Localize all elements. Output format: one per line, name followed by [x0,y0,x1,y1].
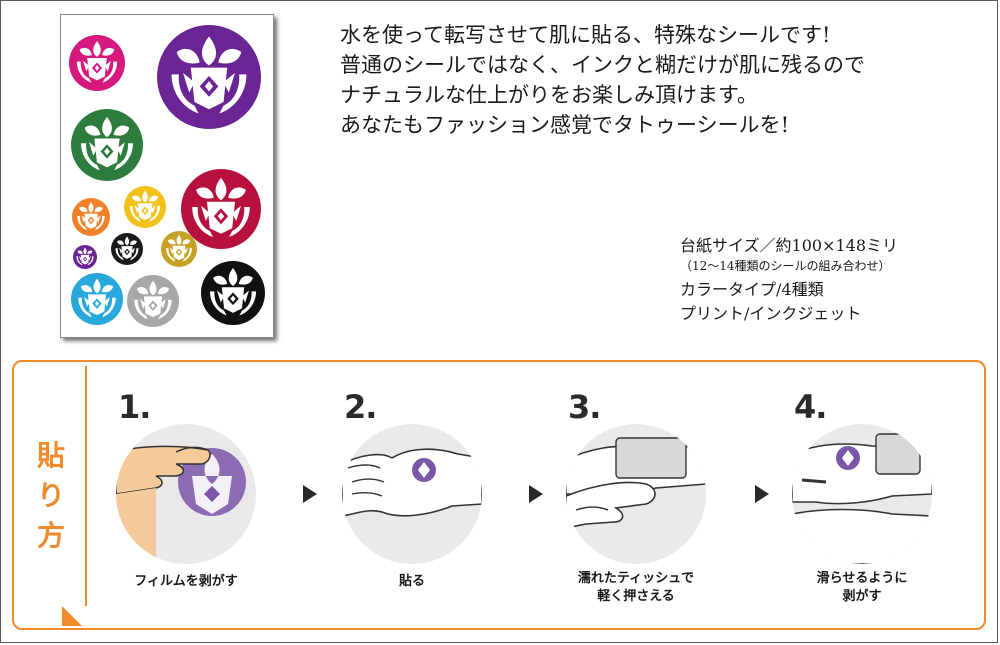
spec-print: プリント/インクジェット [680,304,862,323]
sticker-sheet-image [60,14,274,338]
howto-label-char: 貼 [36,439,65,472]
product-spec: 台紙サイズ／約100×148ミリ （12〜14種類のシールの組み合わせ） カラー… [680,234,898,326]
howto-tab-divider [85,366,87,606]
step-caption-line: フィルムを剥がす [134,574,238,589]
description-line: 水を使って転写させて肌に貼る、特殊なシールです! [340,23,831,47]
press-wet-tissue-icon [566,437,706,529]
step-caption: 滑らせるように 剥がす [787,570,937,606]
step-caption-line: 滑らせるように [816,571,908,586]
next-arrow-icon [529,485,543,503]
step-caption-line: 軽く押さえる [597,589,675,604]
howto-label-char: 方 [36,519,65,552]
description-line: あなたもファッション感覚でタトゥーシールを! [340,113,790,137]
step-number: 4. [794,388,827,426]
step-2-illustration [342,424,482,564]
howto-panel [12,360,986,630]
step-caption: フィルムを剥がす [111,573,261,591]
step-caption-line: 濡れたティッシュで [577,571,695,586]
spec-colors: カラータイプ/4種類 [680,280,824,299]
step-1-illustration [116,424,256,564]
step-caption: 貼る [337,573,487,591]
next-arrow-icon [303,485,317,503]
spec-size: 台紙サイズ／約100×148ミリ [680,236,899,255]
spec-size-note: （12〜14種類のシールの組み合わせ） [680,259,891,273]
next-arrow-icon [755,485,769,503]
description-line: 普通のシールではなく、インクと糊だけが肌に残るので [340,53,865,77]
step-caption-line: 貼る [398,574,425,589]
product-description: 水を使って転写させて肌に貼る、特殊なシールです! 普通のシールではなく、インクと… [340,20,980,140]
step-3-illustration [566,424,706,564]
step-caption-line: 剥がす [842,589,882,604]
step-caption: 濡れたティッシュで 軽く押さえる [561,570,711,606]
description-line: ナチュラルな仕上がりをお楽しみ頂けます。 [340,83,758,107]
step-number: 3. [568,388,601,426]
step-4-illustration [792,424,932,564]
peel-film-hand-icon [116,445,246,564]
apply-to-arm-icon [342,448,482,517]
crest-stickers [69,25,265,327]
slide-peel-icon [792,433,932,564]
howto-label: 貼 り 方 [36,436,66,556]
step-number: 1. [118,388,151,426]
step-number: 2. [344,388,377,426]
corner-fold-icon [62,606,82,626]
howto-label-char: り [36,479,65,512]
